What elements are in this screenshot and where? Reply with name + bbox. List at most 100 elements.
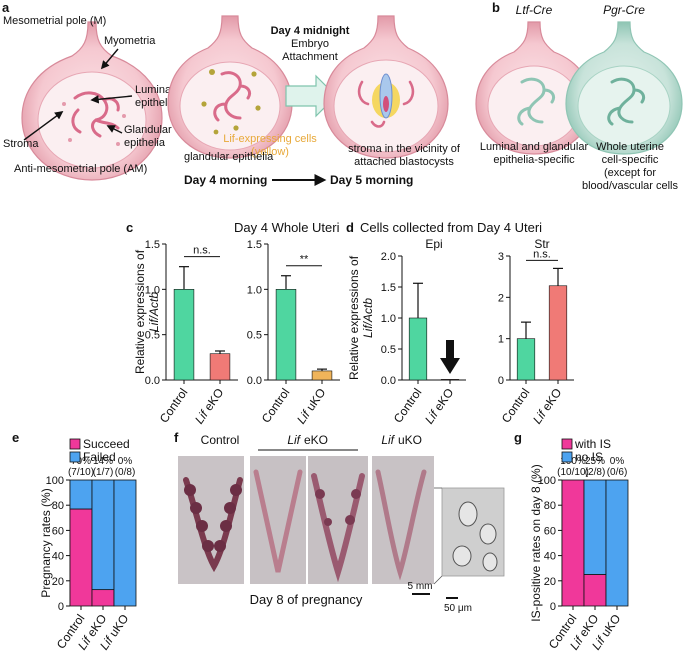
chart-g-y-tick-label: 80 bbox=[544, 500, 556, 512]
chart-d-sig-label: n.s. bbox=[533, 248, 551, 260]
panel-letter-d: d bbox=[346, 220, 354, 235]
chart-d-1-y-tick-label: 3 bbox=[498, 251, 504, 263]
chart-c-1-y-tick-label: 0.5 bbox=[247, 330, 262, 342]
chart-g-ylabel: IS-positive rates on day 8 (%) bbox=[529, 464, 543, 621]
label-glandular-1: Glandular bbox=[124, 124, 172, 136]
chart-c-sig-label: n.s. bbox=[193, 245, 211, 257]
label-f-eko-suffix: eKO bbox=[304, 433, 328, 447]
chart-c-sig-label: ** bbox=[300, 254, 309, 266]
chart-d-0-x-label: Lif eKO bbox=[422, 386, 456, 427]
label-scale-50um: 50 μm bbox=[444, 603, 472, 614]
label-pgr-line1: Whole uterine bbox=[596, 141, 664, 153]
label-glandular-2: epithelia bbox=[124, 137, 166, 149]
label-ltf-line1: Luminal and glandular bbox=[480, 141, 589, 153]
chart-d-title: Cells collected from Day 4 Uteri bbox=[360, 220, 542, 235]
chart-e-ylabel: Pregnancy rates (%) bbox=[39, 488, 53, 597]
label-pgr-line4: blood/vascular cells bbox=[582, 180, 678, 192]
chart-g-top-count: (2/8) bbox=[585, 467, 606, 478]
chart-d-ylabel-gene: Lif/Actb bbox=[361, 298, 375, 338]
chart-d-1-y-tick-label: 0 bbox=[498, 375, 504, 387]
label-mesometrial-pole: Mesometrial pole (M) bbox=[3, 15, 106, 27]
chart-e-bar-failed bbox=[113, 479, 137, 607]
chart-g-top-count: (10/10) bbox=[557, 467, 589, 478]
chart-g-bar-no-is bbox=[583, 479, 607, 575]
chart-e-legend-swatch bbox=[69, 451, 81, 463]
chart-g-top-percent: 0% bbox=[610, 456, 625, 467]
chart-c-0-bar-0 bbox=[173, 289, 195, 381]
label-scale-5mm: 5 mm bbox=[408, 581, 433, 592]
label-day4-morning: Day 4 morning bbox=[184, 173, 267, 187]
chart-d-0-y-tick-label: 0.0 bbox=[381, 375, 396, 387]
chart-e-bar-failed bbox=[91, 479, 115, 591]
chart-g-y-tick-label: 100 bbox=[538, 475, 556, 487]
chart-e-y-tick-label: 100 bbox=[46, 475, 64, 487]
chart-e-y-tick-label: 60 bbox=[52, 525, 64, 537]
chart-g-top-percent: 100% bbox=[560, 456, 586, 467]
chart-d-down-arrow bbox=[440, 340, 460, 374]
chart-c-1-x-label: Lif uKO bbox=[294, 386, 328, 427]
uterus-pgr-cre bbox=[565, 21, 683, 155]
panel-letter-f: f bbox=[174, 430, 179, 445]
chart-g-top-percent: 25% bbox=[585, 456, 605, 467]
panel-d-chart: Cells collected from Day 4 UteriRelative… bbox=[347, 220, 574, 427]
chart-d-0-x-label: Control bbox=[391, 386, 425, 426]
panel-e-chart: Pregnancy rates (%)020406080100Control70… bbox=[39, 437, 137, 653]
chart-e-bar-failed bbox=[69, 479, 93, 510]
panel-f: Control Lif eKO Lif uKO bbox=[178, 433, 505, 614]
chart-g-bar-no-is bbox=[605, 479, 629, 607]
uterus-day5-morning bbox=[323, 15, 449, 159]
chart-c-1-y-tick-label: 1.0 bbox=[247, 284, 262, 296]
chart-g-y-tick-label: 60 bbox=[544, 525, 556, 537]
chart-g-legend-label: with IS bbox=[574, 437, 611, 451]
chart-e-top-percent: 0% bbox=[118, 456, 133, 467]
chart-d-0-y-tick-label: 1.0 bbox=[381, 313, 396, 325]
label-glandular-epithelia-site: glandular epithelia bbox=[184, 151, 274, 163]
label-ltf-cre: Ltf-Cre bbox=[516, 3, 553, 17]
chart-d-1-x-label: Control bbox=[499, 386, 533, 426]
chart-e-bar-succeed bbox=[91, 589, 115, 607]
uterus-ltf-cre bbox=[475, 21, 593, 155]
chart-d-1-y-tick-label: 2 bbox=[498, 292, 504, 304]
chart-g-legend-label: no IS bbox=[575, 450, 603, 464]
chart-d-ylabel: Relative expressions of bbox=[347, 255, 361, 380]
chart-d-0-bar-1 bbox=[440, 379, 460, 381]
label-myometria: Myometria bbox=[104, 35, 156, 47]
label-day4-midnight: Day 4 midnight bbox=[271, 25, 350, 37]
label-pgr-line2: cell-specific bbox=[602, 154, 659, 166]
chart-c-0-x-label: Lif eKO bbox=[192, 386, 226, 427]
chart-c-1-bar-0 bbox=[275, 289, 297, 381]
chart-c-ylabel: Relative expressions of bbox=[133, 249, 147, 374]
chart-e-y-tick-label: 80 bbox=[52, 500, 64, 512]
chart-c-0-y-tick-label: 0.5 bbox=[145, 330, 160, 342]
chart-e-y-tick-label: 20 bbox=[52, 576, 64, 588]
label-luminal-1: Luminal bbox=[135, 84, 174, 96]
chart-c-1-y-tick-label: 1.5 bbox=[247, 239, 262, 251]
chart-g-legend-swatch bbox=[561, 438, 573, 450]
chart-c-ylabel-gene: Lif/Actb bbox=[147, 292, 161, 332]
panel-letter-e: e bbox=[12, 430, 19, 445]
chart-g-top-count: (0/6) bbox=[607, 467, 628, 478]
chart-e-y-tick-label: 40 bbox=[52, 551, 64, 563]
panel-g-chart: IS-positive rates on day 8 (%)0204060801… bbox=[529, 437, 629, 653]
chart-c-0-y-tick-label: 0.0 bbox=[145, 375, 160, 387]
panel-letter-b: b bbox=[492, 0, 500, 15]
chart-c-0-y-tick-label: 1.5 bbox=[145, 239, 160, 251]
chart-d-0-bar-0 bbox=[408, 317, 428, 381]
chart-d-1-bar-1 bbox=[548, 285, 568, 381]
chart-d-0-y-tick-label: 1.5 bbox=[381, 282, 396, 294]
chart-d-subtitle: Epi bbox=[425, 237, 442, 251]
panel-b: Ltf-Cre Pgr-Cre Luminal and glandular ep… bbox=[475, 3, 683, 192]
label-pgr-cre: Pgr-Cre bbox=[603, 3, 645, 17]
label-embryo: Embryo bbox=[291, 38, 329, 50]
panel-letter-g: g bbox=[514, 430, 522, 445]
chart-d-0-y-tick-label: 0.5 bbox=[381, 344, 396, 356]
label-attachment: Attachment bbox=[282, 51, 338, 63]
chart-d-1-y-tick-label: 1 bbox=[498, 334, 504, 346]
chart-d-1-bar-0 bbox=[516, 338, 536, 381]
chart-g-bar-with-is bbox=[583, 574, 607, 607]
chart-e-legend-swatch bbox=[69, 438, 81, 450]
label-anti-mesometrial-pole: Anti-mesometrial pole (AM) bbox=[14, 163, 147, 175]
label-f-uko-gene: Lif bbox=[381, 433, 395, 447]
chart-g-y-tick-label: 20 bbox=[544, 576, 556, 588]
